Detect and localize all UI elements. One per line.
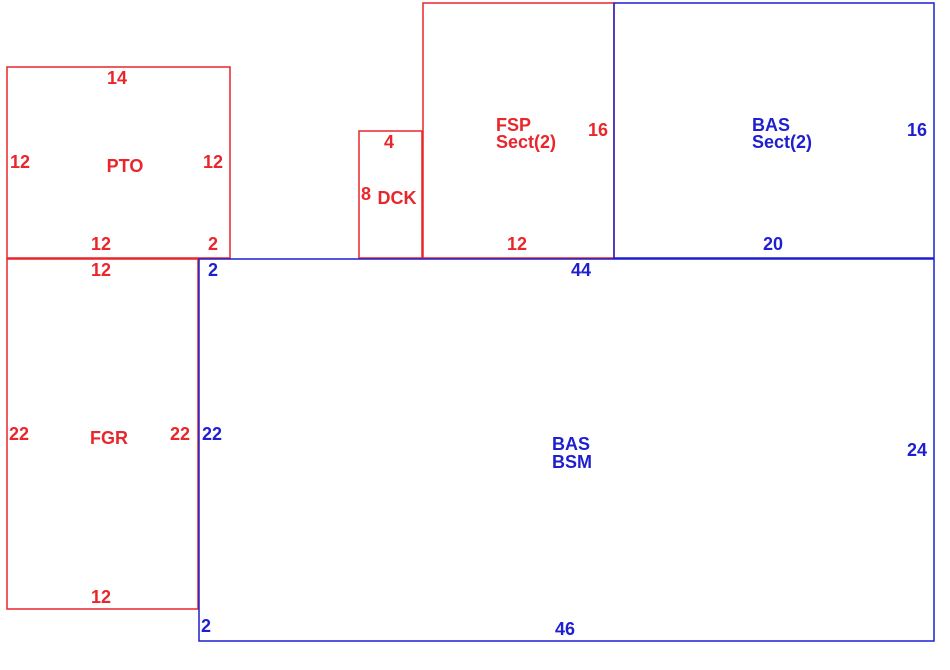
pto-outline <box>6 66 231 259</box>
fgr-outline <box>6 258 199 610</box>
dck-outline <box>358 130 423 259</box>
bas-sect-outline <box>613 2 935 259</box>
dck-left-dimension: 8 <box>361 184 371 204</box>
area-fsp: FSP Sect(2) 16 12 <box>422 2 615 259</box>
bas-sect-right-dimension: 16 <box>907 120 927 140</box>
bas-bsm-top-dimension: 44 <box>571 260 591 280</box>
bas-bsm-bottom-dimension: 46 <box>555 619 575 639</box>
bas-bsm-right-dimension: 24 <box>907 440 927 460</box>
fgr-top-dimension: 12 <box>91 260 111 280</box>
fsp-right-dimension: 16 <box>588 120 608 140</box>
pto-bottom-dimension: 12 <box>91 234 111 254</box>
fgr-bottom-dimension: 12 <box>91 587 111 607</box>
dck-label: DCK <box>378 188 417 208</box>
area-pto: 14 12 PTO 12 12 2 <box>6 66 231 259</box>
area-fgr: 12 22 FGR 22 12 <box>6 258 199 610</box>
bas-sect-bottom-dimension: 20 <box>763 234 783 254</box>
area-bas-bsm: 2 44 22 BAS BSM 24 46 2 <box>198 258 935 642</box>
dck-top-dimension: 4 <box>384 132 394 152</box>
bas-bsm-outline <box>198 258 935 642</box>
fgr-right-dimension: 22 <box>170 424 190 444</box>
bas-sect-label-line1: BAS <box>752 115 790 135</box>
bas-bsm-label-line2: BSM <box>552 452 592 472</box>
pto-label: PTO <box>107 156 144 176</box>
bas-bsm-top-left-dimension: 2 <box>208 260 218 280</box>
pto-top-dimension: 14 <box>107 68 127 88</box>
pto-bottom-right-dimension: 2 <box>208 234 218 254</box>
bas-sect-label-line2: Sect(2) <box>752 132 812 152</box>
area-dck: 4 8 DCK <box>358 130 423 259</box>
bas-bsm-bottom-left-dimension: 2 <box>201 616 211 636</box>
bas-bsm-label-line1: BAS <box>552 434 590 454</box>
fsp-label-line1: FSP <box>496 115 531 135</box>
fgr-label: FGR <box>90 428 128 448</box>
pto-right-dimension: 12 <box>203 152 223 172</box>
bas-bsm-left-dimension: 22 <box>202 424 222 444</box>
fsp-label-line2: Sect(2) <box>496 132 556 152</box>
area-bas-sect: BAS Sect(2) 16 20 <box>613 2 935 259</box>
pto-left-dimension: 12 <box>10 152 30 172</box>
fsp-bottom-dimension: 12 <box>507 234 527 254</box>
fgr-left-dimension: 22 <box>9 424 29 444</box>
